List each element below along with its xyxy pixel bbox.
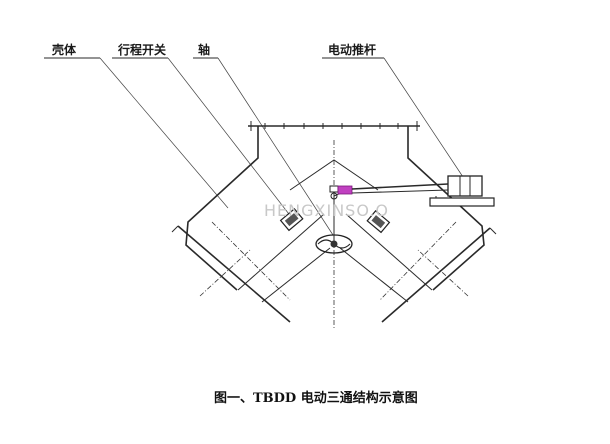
centerline-right-cross <box>417 249 469 297</box>
electric-actuator <box>337 175 495 207</box>
label-shell: 壳体 <box>44 42 229 209</box>
actuator-rod-bottom <box>351 189 449 194</box>
watermark-text: HENGXINSO.O <box>264 201 389 220</box>
label-shaft-text: 轴 <box>198 42 210 57</box>
centerline-right <box>379 221 457 301</box>
actuator-bracket <box>429 197 495 207</box>
shaft-collar <box>329 185 339 193</box>
label-shell-leader <box>99 57 229 209</box>
top-flange <box>248 121 420 131</box>
label-shaft: 轴 <box>193 42 334 236</box>
shell-left-inner <box>237 213 325 291</box>
right-outlet-flange <box>381 227 491 323</box>
figure-caption: 图一、TBDD 电动三通结构示意图 <box>214 390 418 406</box>
actuator-motor <box>447 175 483 197</box>
actuator-clevis <box>337 185 353 195</box>
flange-edge <box>489 227 497 235</box>
label-shaft-leader <box>217 57 334 236</box>
limit-switch-left <box>279 208 304 232</box>
label-limit-switch: 行程开关 <box>112 42 293 219</box>
label-limit-switch-leader <box>167 57 293 219</box>
label-actuator-leader <box>383 57 466 181</box>
label-shell-text: 壳体 <box>51 42 77 57</box>
shell-body <box>171 126 497 323</box>
limit-switch-right <box>366 210 391 234</box>
shell-right-inner <box>345 213 433 291</box>
left-outlet-flange <box>177 225 291 323</box>
centerline-left <box>211 221 291 301</box>
left-inner-lower <box>261 247 331 303</box>
label-actuator: 电动推杆 <box>322 42 466 181</box>
centerline-left-cross <box>199 249 251 297</box>
flange-edge <box>171 225 179 233</box>
shell-left-outer <box>185 126 259 291</box>
actuator-rod-top <box>351 183 449 190</box>
limit-switch-left-core <box>284 213 299 227</box>
flap-hub <box>330 240 338 248</box>
right-inner-lower <box>339 247 409 303</box>
shell-right-outer <box>407 126 485 291</box>
shaft-pin <box>330 192 338 200</box>
limit-switch-right-core <box>371 215 386 229</box>
flap-outline <box>315 234 353 254</box>
label-limit-switch-text: 行程开关 <box>117 42 166 57</box>
label-actuator-text: 电动推杆 <box>328 42 376 57</box>
butterfly-flap <box>315 234 353 254</box>
